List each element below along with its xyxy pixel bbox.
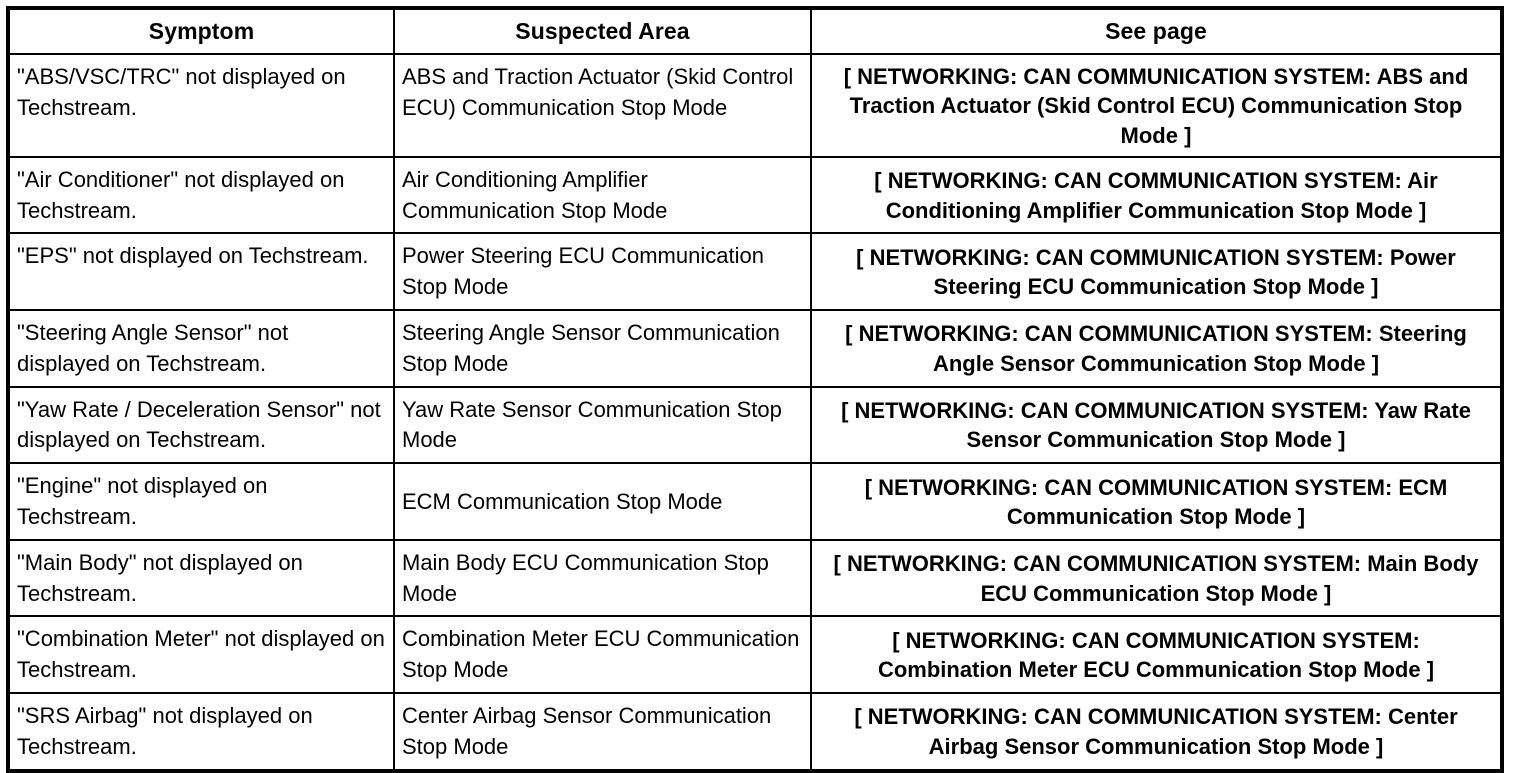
cell-see-page-reference[interactable]: [ NETWORKING: CAN COMMUNICATION SYSTEM: … <box>810 691 1502 771</box>
cell-suspected-area: Power Steering ECU Communication Stop Mo… <box>393 232 812 311</box>
cell-see-page-reference[interactable]: [ NETWORKING: CAN COMMUNICATION SYSTEM: … <box>810 155 1502 235</box>
table-header: Symptom Suspected Area See page <box>8 8 1502 55</box>
table-row: "Air Conditioner" not displayed on Techs… <box>8 155 1502 235</box>
cell-symptom: "Yaw Rate / Deceleration Sensor" not dis… <box>8 385 395 465</box>
cell-suspected-area: Combination Meter ECU Communication Stop… <box>393 615 812 694</box>
table-row: "Engine" not displayed on Techstream.ECM… <box>8 462 1502 541</box>
cell-suspected-area: Steering Angle Sensor Communication Stop… <box>393 308 812 388</box>
cell-suspected-area: ECM Communication Stop Mode <box>393 462 812 541</box>
cell-see-page-reference[interactable]: [ NETWORKING: CAN COMMUNICATION SYSTEM: … <box>810 462 1502 541</box>
table-row: "Yaw Rate / Deceleration Sensor" not dis… <box>8 385 1502 465</box>
cell-symptom: "Engine" not displayed on Techstream. <box>8 462 395 541</box>
cell-see-page-reference[interactable]: [ NETWORKING: CAN COMMUNICATION SYSTEM: … <box>810 538 1502 618</box>
table-row: "Steering Angle Sensor" not displayed on… <box>8 308 1502 388</box>
table-header-row: Symptom Suspected Area See page <box>8 8 1502 55</box>
table-row: "Main Body" not displayed on Techstream.… <box>8 538 1502 618</box>
cell-see-page-reference[interactable]: [ NETWORKING: CAN COMMUNICATION SYSTEM: … <box>810 53 1502 158</box>
cell-symptom: "SRS Airbag" not displayed on Techstream… <box>8 691 395 771</box>
cell-symptom: "ABS/VSC/TRC" not displayed on Techstrea… <box>8 53 395 158</box>
table-row: "ABS/VSC/TRC" not displayed on Techstrea… <box>8 53 1502 158</box>
document-page: Symptom Suspected Area See page "ABS/VSC… <box>6 6 1504 773</box>
cell-suspected-area: Air Conditioning Amplifier Communication… <box>393 155 812 235</box>
cell-suspected-area: ABS and Traction Actuator (Skid Control … <box>393 53 812 158</box>
column-header-see-page: See page <box>810 8 1502 55</box>
table-row: "EPS" not displayed on Techstream.Power … <box>8 232 1502 311</box>
cell-suspected-area: Main Body ECU Communication Stop Mode <box>393 538 812 618</box>
cell-see-page-reference[interactable]: [ NETWORKING: CAN COMMUNICATION SYSTEM: … <box>810 308 1502 388</box>
column-header-suspected-area: Suspected Area <box>393 8 812 55</box>
table-row: "Combination Meter" not displayed on Tec… <box>8 615 1502 694</box>
cell-symptom: "Air Conditioner" not displayed on Techs… <box>8 155 395 235</box>
table-row: "SRS Airbag" not displayed on Techstream… <box>8 691 1502 771</box>
cell-see-page-reference[interactable]: [ NETWORKING: CAN COMMUNICATION SYSTEM: … <box>810 615 1502 694</box>
cell-see-page-reference[interactable]: [ NETWORKING: CAN COMMUNICATION SYSTEM: … <box>810 232 1502 311</box>
column-header-symptom: Symptom <box>8 8 395 55</box>
cell-suspected-area: Center Airbag Sensor Communication Stop … <box>393 691 812 771</box>
cell-symptom: "EPS" not displayed on Techstream. <box>8 232 395 311</box>
symptom-diagnosis-table: Symptom Suspected Area See page "ABS/VSC… <box>6 6 1504 773</box>
cell-symptom: "Main Body" not displayed on Techstream. <box>8 538 395 618</box>
cell-symptom: "Combination Meter" not displayed on Tec… <box>8 615 395 694</box>
table-body: "ABS/VSC/TRC" not displayed on Techstrea… <box>8 53 1502 771</box>
cell-suspected-area: Yaw Rate Sensor Communication Stop Mode <box>393 385 812 465</box>
cell-see-page-reference[interactable]: [ NETWORKING: CAN COMMUNICATION SYSTEM: … <box>810 385 1502 465</box>
cell-symptom: "Steering Angle Sensor" not displayed on… <box>8 308 395 388</box>
